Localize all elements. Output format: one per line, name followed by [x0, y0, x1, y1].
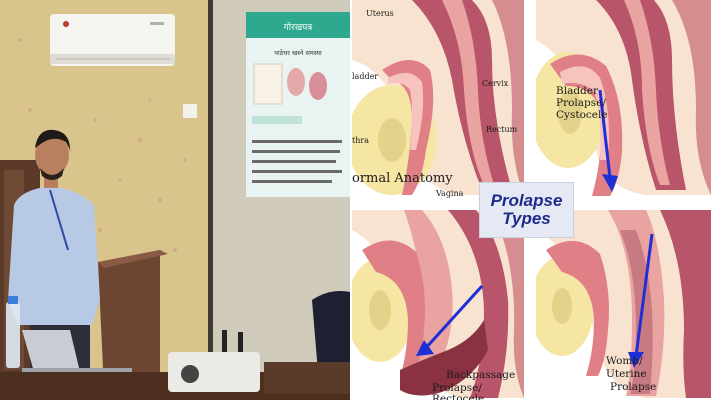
panel-uterine-prolapse: Womb/ Uterine Prolapse: [536, 210, 711, 400]
rectocele-diagram: [352, 210, 524, 398]
svg-text:पाठेघर खस्ने समस्या: पाठेघर खस्ने समस्या: [274, 49, 322, 57]
caption-bladder-line1: Bladder: [556, 85, 599, 97]
panel-rectocele: Backpassage Prolapse/ Rectocele: [352, 210, 524, 400]
caption-back-line1: Backpassage: [446, 369, 516, 381]
divider: [350, 0, 352, 400]
label-rectum: Rectum: [486, 125, 518, 134]
caption-back-line2: Prolapse/ Rectocele: [432, 382, 485, 400]
svg-text:गोरखपत्र: गोरखपत्र: [284, 21, 314, 33]
panel-normal-anatomy: Uterus ladder Cervix Rectum thra Vagina …: [352, 0, 524, 200]
classroom-scene: गोरखपत्र पाठेघर खस्ने समस्या: [0, 0, 350, 400]
panel-bladder-prolapse: Bladder Prolapse/ Cystocele: [536, 0, 711, 200]
prolapse-types-title-box: Prolapse Types: [479, 182, 574, 238]
label-uterus: Uterus: [366, 9, 394, 18]
normal-anatomy-diagram: [352, 0, 524, 195]
uterine-prolapse-diagram: [536, 210, 711, 398]
caption-bladder-line3: Cystocele: [556, 109, 608, 121]
label-urethra: thra: [352, 136, 369, 145]
caption-bladder-line2: Prolapse/: [556, 97, 606, 109]
classroom-photo: गोरखपत्र पाठेघर खस्ने समस्या: [0, 0, 350, 400]
caption-womb-line2: Uterine: [606, 368, 647, 380]
label-bladder: ladder: [352, 72, 379, 81]
label-cervix: Cervix: [482, 79, 509, 88]
caption-womb-line3: Prolapse: [610, 381, 657, 393]
caption-normal-anatomy: ormal Anatomy: [352, 171, 453, 186]
caption-womb-line1: Womb/: [606, 355, 643, 367]
label-vagina: Vagina: [436, 189, 464, 198]
bladder-prolapse-diagram: [536, 0, 711, 196]
title-line1: Prolapse: [490, 191, 563, 211]
title-line2: Types: [502, 209, 551, 228]
